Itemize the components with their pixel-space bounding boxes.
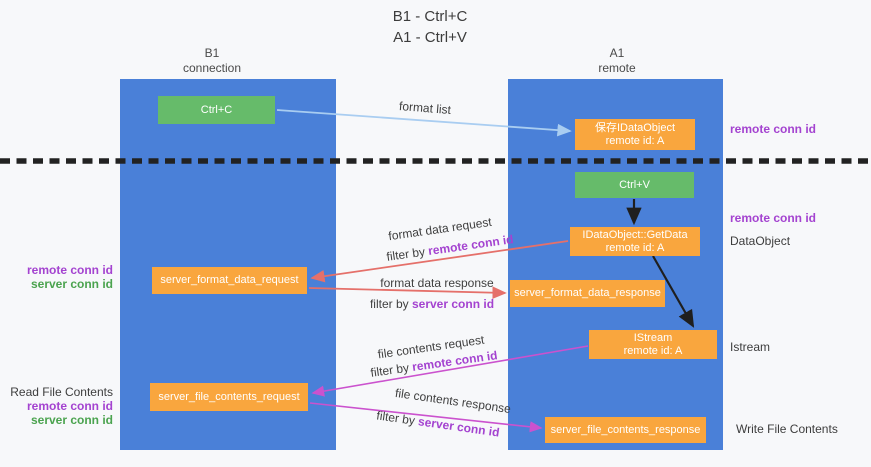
left-server-conn-id-mid: server conn id [30,277,113,291]
filter-by-prefix: filter by [369,360,414,380]
node-istream-line1: IStream [633,331,673,344]
node-ctrl-c: Ctrl+C [158,96,275,124]
left-server-conn-id-bottom: server conn id [30,413,113,427]
left-remote-conn-id-mid: remote conn id [26,263,113,277]
node-ctrl-v: Ctrl+V [575,172,694,198]
file-contents-response-label: file contents response [394,385,512,417]
node-ctrl-v-label: Ctrl+V [619,178,650,191]
node-idataobject-getdata-line2: remote id: A [605,241,665,254]
title-line-2: A1 - Ctrl+V [393,29,467,46]
diagram-title: B1 - Ctrl+C A1 - Ctrl+V [393,6,468,48]
node-istream: IStream remote id: A [589,330,717,359]
node-server-format-data-request-label: server_format_data_request [160,274,299,286]
node-idataobject-getdata-line1: IDataObject::GetData [582,228,688,241]
lane-b1-name: B1 [204,46,220,60]
node-save-idataobject-line1: 保存IDataObject [594,121,676,134]
filter-by-prefix: filter by [375,408,420,429]
node-server-file-contents-request: server_file_contents_request [150,383,308,411]
node-idataobject-getdata: IDataObject::GetData remote id: A [570,227,700,256]
filter-key-remote-conn-id: remote conn id [427,232,515,258]
title-line-1: B1 - Ctrl+C [392,8,468,25]
node-istream-line2: remote id: A [623,344,683,357]
left-conn-id-stack-format: remote conn id server conn id [8,263,113,291]
format-list-label: format list [398,98,452,118]
lane-a1-name: A1 [609,46,625,60]
istream-side-label: Istream [730,340,771,354]
right-remote-conn-id-mid: remote conn id [730,211,817,225]
node-save-idataobject: 保存IDataObject remote id: A [575,119,695,150]
node-server-file-contents-request-label: server_file_contents_request [158,390,300,403]
format-data-response-label: format data response [380,276,494,290]
dataobject-side-label: DataObject [730,234,791,248]
write-file-contents-label: Write File Contents [736,422,838,436]
node-server-format-data-request: server_format_data_request [152,267,307,294]
node-ctrl-c-label: Ctrl+C [200,103,233,116]
lane-a1-role: remote [598,61,636,75]
node-server-format-data-response-label: server_format_data_response [514,287,661,299]
node-save-idataobject-line2: remote id: A [605,134,665,147]
filter-by-prefix: filter by [369,297,412,311]
filter-key-server-conn-id: server conn id [417,414,501,440]
right-remote-conn-id-top: remote conn id [730,122,817,136]
filter-key-server-conn-id: server conn id [411,297,495,311]
node-server-file-contents-response: server_file_contents_response [545,417,706,443]
format-data-response-filter-label: filter by server conn id [370,297,494,311]
node-server-format-data-response: server_format_data_response [510,280,665,307]
lane-header-b1: B1 connection [183,46,241,76]
lane-header-a1: A1 remote [598,46,635,76]
lane-b1-role: connection [182,61,242,75]
read-file-contents-label: Read File Contents [10,385,113,399]
node-server-file-contents-response-label: server_file_contents_response [550,423,701,436]
left-conn-id-stack-file: Read File Contents remote conn id server… [8,385,113,427]
file-contents-response-filter-label: filter by server conn id [376,408,501,439]
left-remote-conn-id-bottom: remote conn id [26,399,113,413]
filter-by-prefix: filter by [385,244,430,264]
